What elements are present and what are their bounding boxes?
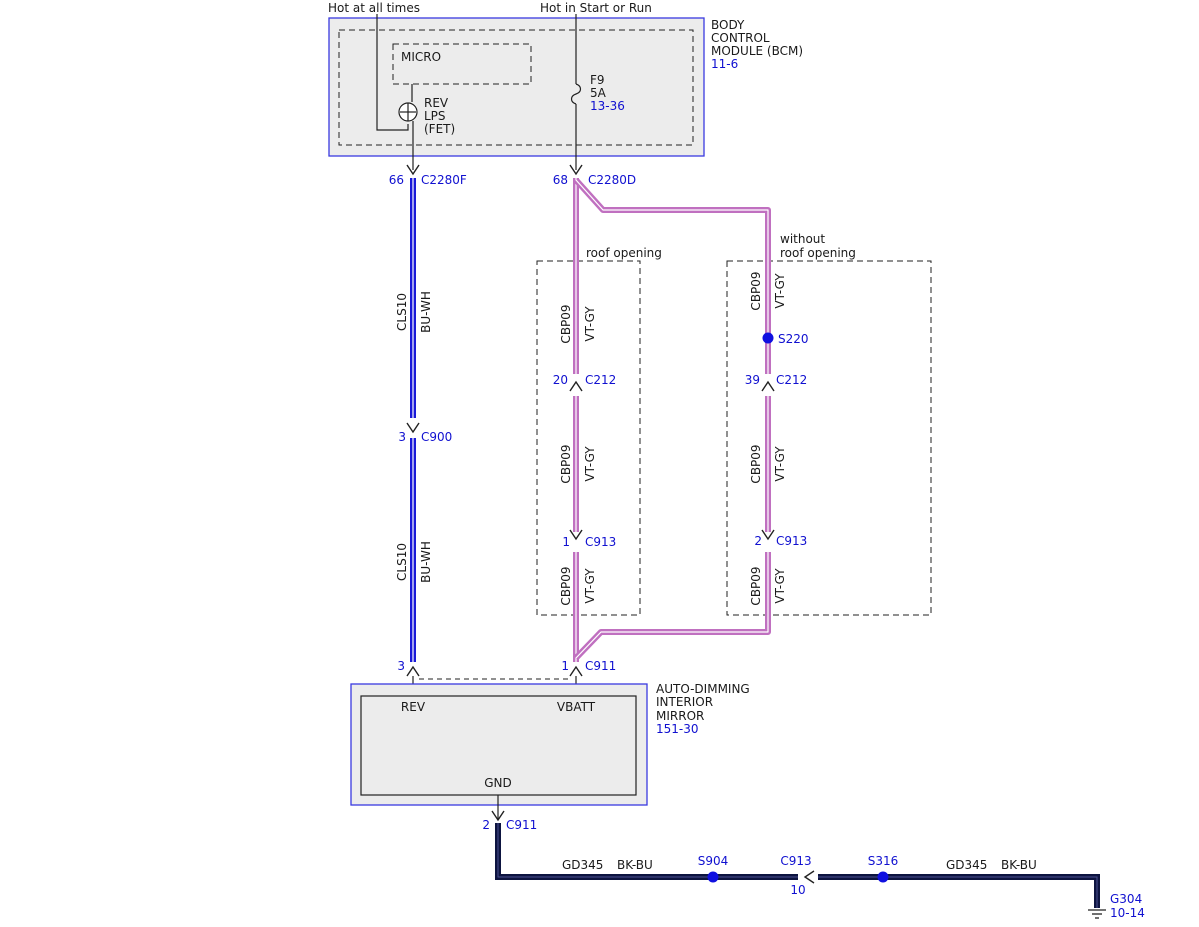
c212-roof-name: C212 <box>585 373 616 387</box>
fuse-f9-icon <box>570 83 582 105</box>
bcm-name-line1: BODY <box>711 18 745 32</box>
c911-vbatt-pin-icon <box>569 665 583 677</box>
cbp09-noroof-circuit-1: CBP09 <box>749 271 763 310</box>
c911-vbatt-name: C911 <box>585 659 616 673</box>
fet-label-rev: REV <box>424 96 449 110</box>
c2280d-pin: 68 <box>553 173 568 187</box>
mirror-pin-rev: REV <box>401 700 426 714</box>
g304-page-ref: 10-14 <box>1110 906 1145 920</box>
cls10-circuit-lower: CLS10 <box>395 543 409 581</box>
c2280d-name: C2280D <box>588 173 636 187</box>
cbp09-roof-circuit-3: CBP09 <box>559 566 573 605</box>
fuse-page-ref: 13-36 <box>590 99 625 113</box>
c913-noroof-pin: 2 <box>754 534 762 548</box>
splice-s904 <box>707 871 719 883</box>
roof-opening-box <box>536 260 641 616</box>
c913-ground-name: C913 <box>780 854 811 868</box>
micro-box <box>392 43 532 85</box>
cls10-color-lower: BU-WH <box>419 541 433 583</box>
c911-gnd-name: C911 <box>506 818 537 832</box>
mirror-pin-vbatt: VBATT <box>557 700 596 714</box>
hot-at-all-times-label: Hot at all times <box>328 1 420 15</box>
cbp09-noroof-circuit-2: CBP09 <box>749 444 763 483</box>
cbp09-roof-color-1: VT-GY <box>583 306 597 342</box>
wire-cbp09-noroof-return <box>573 552 771 661</box>
wire-cbp09-noroof-top <box>573 177 771 374</box>
without-roof-opening-box <box>726 260 932 616</box>
c2280f-pin: 66 <box>389 173 404 187</box>
c212-roof-pin: 20 <box>553 373 568 387</box>
bcm-name-line2: CONTROL <box>711 31 770 45</box>
s316-label: S316 <box>868 854 899 868</box>
mirror-name-line1: AUTO-DIMMING <box>656 682 750 696</box>
c913-roof-name: C913 <box>585 535 616 549</box>
c911-gnd-pin-icon <box>491 810 505 822</box>
cbp09-roof-circuit-2: CBP09 <box>559 444 573 483</box>
c913-roof-pin-icon <box>569 529 583 541</box>
gd345-color-right: BK-BU <box>1001 858 1037 872</box>
bcm-box <box>328 17 705 157</box>
bcm-name-line3: MODULE (BCM) <box>711 44 803 58</box>
c911-vbatt-pin: 1 <box>561 659 569 673</box>
c212-noroof-name: C212 <box>776 373 807 387</box>
bcm-page-ref: 11-6 <box>711 57 738 71</box>
cbp09-roof-color-3: VT-GY <box>583 568 597 604</box>
mirror-name-line2: INTERIOR <box>656 695 713 709</box>
cls10-color-upper: BU-WH <box>419 291 433 333</box>
c900-pin-icon <box>406 422 420 434</box>
c913-noroof-pin-icon <box>761 529 775 541</box>
without-roof-label-line2: roof opening <box>780 246 856 260</box>
hot-in-start-or-run-label: Hot in Start or Run <box>540 1 652 15</box>
cbp09-roof-circuit-1: CBP09 <box>559 304 573 343</box>
c212-noroof-pin: 39 <box>745 373 760 387</box>
cls10-circuit-upper: CLS10 <box>395 293 409 331</box>
cbp09-noroof-circuit-3: CBP09 <box>749 566 763 605</box>
fet-label-fet: (FET) <box>424 122 455 136</box>
c911-rev-pin-icon <box>406 665 420 677</box>
mirror-pin-gnd: GND <box>484 776 512 790</box>
ground-icon <box>1088 909 1106 919</box>
c913-ground-pin: 10 <box>790 883 805 897</box>
cbp09-noroof-color-3: VT-GY <box>773 568 787 604</box>
bcm-inner-boundary <box>338 29 694 146</box>
c900-pin: 3 <box>398 430 406 444</box>
roof-opening-label: roof opening <box>586 246 662 260</box>
without-roof-label-line1: without <box>780 232 825 246</box>
fuse-name: F9 <box>590 73 605 87</box>
fet-icon <box>398 102 418 122</box>
c2280d-pin-icon <box>569 164 583 176</box>
c212-noroof-pin-icon <box>761 380 775 392</box>
c911-gnd-pin: 2 <box>482 818 490 832</box>
mirror-page-ref: 151-30 <box>656 722 699 736</box>
c2280f-name: C2280F <box>421 173 467 187</box>
gd345-color-left: BK-BU <box>617 858 653 872</box>
micro-label: MICRO <box>401 50 441 64</box>
s220-label: S220 <box>778 332 809 346</box>
fet-label-lps: LPS <box>424 109 446 123</box>
g304-label: G304 <box>1110 892 1142 906</box>
mirror-name-line3: MIRROR <box>656 709 704 723</box>
gd345-circuit-right: GD345 <box>946 858 987 872</box>
splice-s316 <box>877 871 889 883</box>
hot-at-all-times-feed <box>376 14 409 131</box>
mirror-inner-box <box>360 695 637 796</box>
c2280f-pin-icon <box>406 164 420 176</box>
splice-s220 <box>762 332 774 344</box>
gd345-circuit-left: GD345 <box>562 858 603 872</box>
c913-roof-pin: 1 <box>562 535 570 549</box>
c900-name: C900 <box>421 430 452 444</box>
s904-label: S904 <box>698 854 729 868</box>
cbp09-roof-color-2: VT-GY <box>583 446 597 482</box>
cbp09-noroof-color-1: VT-GY <box>773 273 787 309</box>
c212-roof-pin-icon <box>569 380 583 392</box>
wire-gd345-right <box>818 874 1100 908</box>
c913-ground-pin-icon <box>803 870 815 884</box>
cbp09-noroof-color-2: VT-GY <box>773 446 787 482</box>
wire-gd345-left <box>495 823 798 880</box>
c913-noroof-name: C913 <box>776 534 807 548</box>
c911-rev-pin: 3 <box>397 659 405 673</box>
fuse-rating: 5A <box>590 86 607 100</box>
